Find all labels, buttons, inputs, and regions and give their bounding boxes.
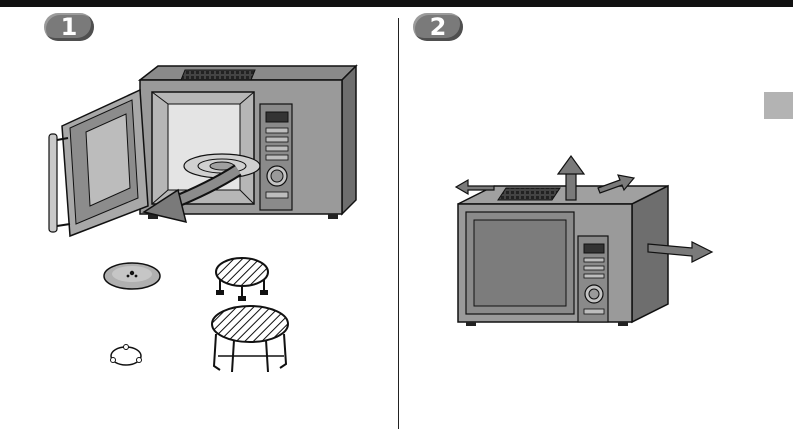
high-grill-rack-icon (212, 306, 288, 372)
open-microwave-illustration (49, 66, 356, 236)
closed-microwave-illustration (458, 186, 668, 326)
low-grill-rack-icon (216, 258, 268, 301)
roller-ring-icon (111, 345, 142, 366)
glass-turntable-icon (104, 263, 160, 289)
